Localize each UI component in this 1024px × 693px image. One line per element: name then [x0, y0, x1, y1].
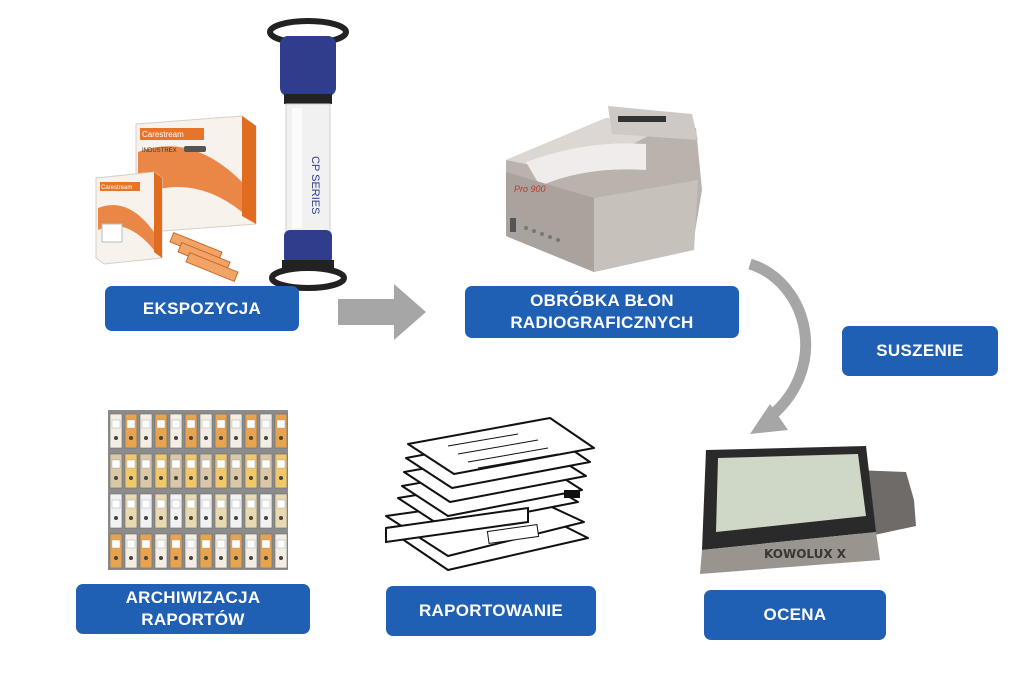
- processor-model-text: Pro 900: [514, 184, 546, 194]
- film-viewer-icon: KOWOLUX X: [694, 440, 926, 576]
- curved-arrow-icon: [746, 252, 826, 442]
- film-box-brand-small-text: Carestream: [101, 185, 132, 191]
- xray-tube-icon: CP SERIES: [262, 16, 354, 296]
- film-box-icon: Carestream INDUSTREX Carestream: [92, 112, 262, 288]
- tube-series-text: CP SERIES: [309, 156, 321, 215]
- step-archiving-label: ARCHIWIZACJA RAPORTÓW: [76, 584, 310, 634]
- archive-shelves-icon: [108, 410, 288, 570]
- viewer-brand-text: KOWOLUX X: [764, 547, 847, 561]
- right-arrow-icon: [338, 284, 426, 340]
- step-exposure-label: EKSPOZYCJA: [105, 286, 299, 331]
- step-reporting-label: RAPORTOWANIE: [386, 586, 596, 636]
- step-drying-label: SUSZENIE: [842, 326, 998, 376]
- report-stack-icon: [378, 410, 596, 580]
- step-evaluation-label: OCENA: [704, 590, 886, 640]
- step-processing-label: OBRÓBKA BŁON RADIOGRAFICZNYCH: [465, 286, 739, 338]
- film-box-brand-text: Carestream: [142, 130, 184, 139]
- film-processor-icon: Pro 900: [496, 100, 712, 282]
- film-box-line-text: INDUSTREX: [142, 148, 177, 154]
